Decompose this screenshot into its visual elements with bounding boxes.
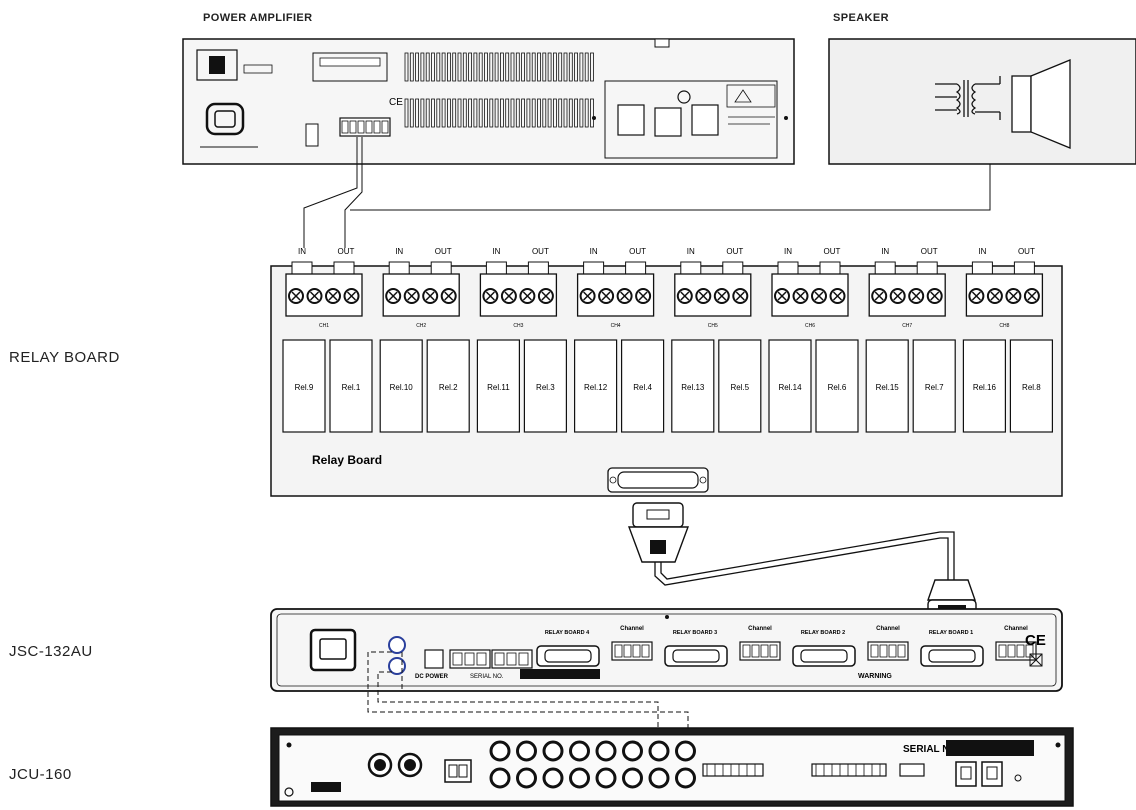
channel-name: CH8 <box>999 323 1009 329</box>
channel-out-label: OUT <box>824 247 841 256</box>
channel-label: Channel <box>620 626 644 632</box>
audio-jack <box>650 769 668 787</box>
audio-jack <box>571 742 589 760</box>
audio-jack <box>624 742 642 760</box>
channel-in-label: IN <box>687 247 695 256</box>
channel-name: CH4 <box>611 323 621 329</box>
channel-out-label: OUT <box>1018 247 1035 256</box>
channel-out-label: OUT <box>532 247 549 256</box>
relay-label: Rel.14 <box>778 383 802 392</box>
channel-name: CH5 <box>708 323 718 329</box>
relay-board: IN OUT CH1Rel.9 Rel.1 IN OUT CH2Rel.10 Rel.2 IN O… <box>271 247 1062 496</box>
channel-name: CH3 <box>513 323 523 329</box>
relay-port-label: RELAY BOARD 2 <box>801 630 845 636</box>
relay-label: Rel.7 <box>925 383 944 392</box>
power-amplifier: CE <box>183 39 794 164</box>
audio-jack <box>544 769 562 787</box>
jsc-serial-label: SERIAL NO. <box>470 674 504 680</box>
channel-out-label: OUT <box>726 247 743 256</box>
relay-port-label: RELAY BOARD 4 <box>545 630 590 636</box>
audio-jack <box>650 742 668 760</box>
audio-jack <box>597 769 615 787</box>
jcu-160-panel: SERIAL NO. <box>271 728 1073 806</box>
relay-label: Rel.9 <box>295 383 314 392</box>
channel-out-label: OUT <box>629 247 646 256</box>
audio-jack <box>518 742 536 760</box>
channel-in-label: IN <box>395 247 403 256</box>
channel-label: Channel <box>876 626 900 632</box>
audio-jack <box>544 742 562 760</box>
channel-in-label: IN <box>492 247 500 256</box>
channel-out-label: OUT <box>921 247 938 256</box>
channel-in-label: IN <box>298 247 306 256</box>
jsc-ce-mark: CE <box>1025 632 1046 649</box>
speaker <box>829 39 1136 164</box>
channel-in-label: IN <box>978 247 986 256</box>
relay-port-label: RELAY BOARD 3 <box>673 630 717 636</box>
db15-port <box>921 646 983 666</box>
audio-jack <box>518 769 536 787</box>
relay-label: Rel.3 <box>536 383 555 392</box>
audio-jack <box>491 769 509 787</box>
db15-port <box>665 646 727 666</box>
relay-board-title: Relay Board <box>312 453 382 467</box>
channel-in-label: IN <box>881 247 889 256</box>
db15-port <box>537 646 599 666</box>
channel-name: CH6 <box>805 323 815 329</box>
audio-jack <box>624 769 642 787</box>
channel-name: CH1 <box>319 323 329 329</box>
relay-label: Rel.1 <box>342 383 361 392</box>
relay-port-label: RELAY BOARD 1 <box>929 630 973 636</box>
relay-label: Rel.12 <box>584 383 608 392</box>
relay-label: Rel.4 <box>633 383 652 392</box>
svg-text:CE: CE <box>389 97 403 108</box>
relay-label: Rel.15 <box>876 383 900 392</box>
relay-label: Rel.10 <box>390 383 414 392</box>
audio-jack <box>677 769 695 787</box>
relay-label: Rel.6 <box>828 383 847 392</box>
channel-out-label: OUT <box>338 247 355 256</box>
channel-name: CH7 <box>902 323 912 329</box>
db15-cable <box>629 503 976 622</box>
relay-label: Rel.13 <box>681 383 705 392</box>
audio-jack <box>597 742 615 760</box>
jsc-dc-power-label: DC POWER <box>415 674 449 680</box>
channel-label: Channel <box>748 626 772 632</box>
audio-jack <box>491 742 509 760</box>
channel-in-label: IN <box>784 247 792 256</box>
channel-in-label: IN <box>590 247 598 256</box>
relay-label: Rel.11 <box>487 383 510 392</box>
relay-label: Rel.16 <box>973 383 997 392</box>
db15-port <box>793 646 855 666</box>
relay-label: Rel.8 <box>1022 383 1041 392</box>
channel-name: CH2 <box>416 323 426 329</box>
relay-label: Rel.2 <box>439 383 458 392</box>
relay-label: Rel.5 <box>730 383 749 392</box>
audio-jack <box>677 742 695 760</box>
channel-out-label: OUT <box>435 247 452 256</box>
jsc-warning-label: WARNING <box>858 673 892 680</box>
audio-jack <box>571 769 589 787</box>
